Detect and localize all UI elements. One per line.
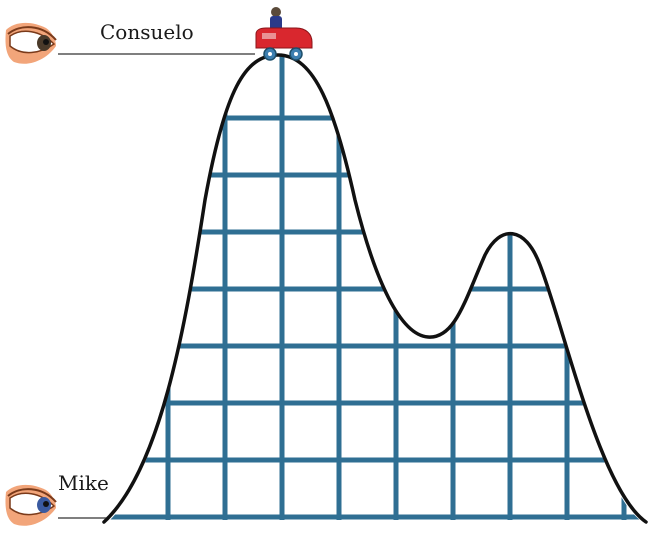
eye-icon <box>5 484 57 526</box>
lattice-vertical-posts <box>165 55 627 520</box>
roller-coaster-track <box>102 53 648 524</box>
eye-icon <box>5 22 57 64</box>
roller-coaster-car-icon <box>255 7 313 61</box>
label-consuelo: Consuelo <box>100 20 194 44</box>
support-lattice <box>110 55 640 520</box>
observer-mike: Mike <box>5 471 109 526</box>
observer-consuelo: Consuelo <box>5 20 255 64</box>
label-mike: Mike <box>58 471 109 495</box>
